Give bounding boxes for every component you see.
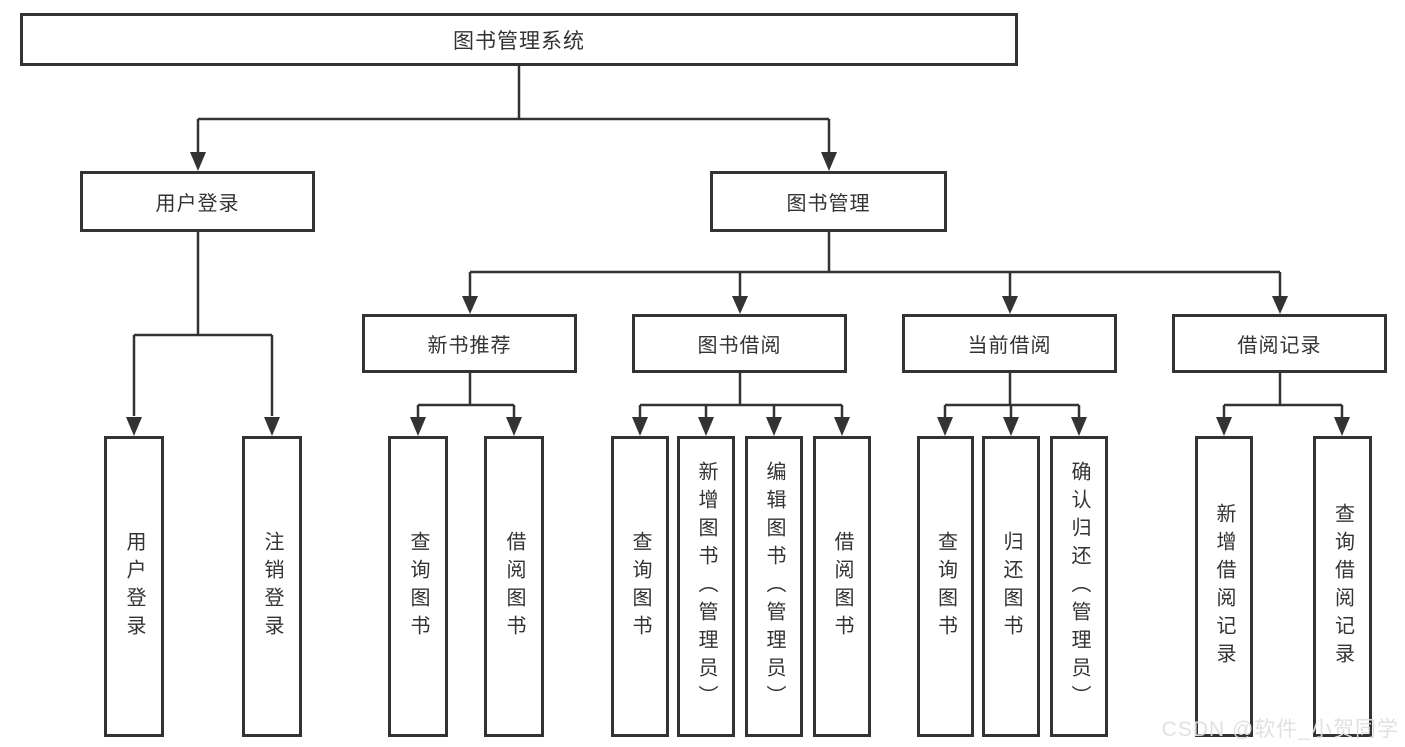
node-book-borrowing-label: 图书借阅 (697, 335, 782, 357)
leaf-br-add-record: 新增借阅记录 (1195, 436, 1253, 737)
leaf-user-login: 用户登录 (104, 436, 164, 737)
leaf-bb-edit-book-admin-label: 编辑图书（管理员） (763, 460, 785, 713)
leaf-cb-confirm-return-admin-label: 确认归还（管理员） (1068, 460, 1090, 713)
leaf-bb-query-books-label: 查询图书 (629, 530, 651, 643)
leaf-br-add-record-label: 新增借阅记录 (1213, 502, 1235, 671)
leaf-cb-query-books: 查询图书 (917, 436, 974, 737)
node-new-book-recommend-label: 新书推荐 (427, 335, 512, 357)
node-user-login-label: 用户登录 (155, 193, 240, 215)
leaf-bb-edit-book-admin: 编辑图书（管理员） (745, 436, 803, 737)
leaf-bb-add-book-admin: 新增图书（管理员） (677, 436, 735, 737)
leaf-bb-add-book-admin-label: 新增图书（管理员） (695, 460, 717, 713)
leaf-cb-return-books-label: 归还图书 (1000, 530, 1022, 643)
node-current-borrowing-label: 当前借阅 (967, 335, 1052, 357)
node-user-login: 用户登录 (80, 171, 315, 232)
leaf-bb-query-books: 查询图书 (611, 436, 669, 737)
node-current-borrowing: 当前借阅 (902, 314, 1117, 373)
leaf-bb-borrow-books-label: 借阅图书 (831, 530, 853, 643)
leaf-nbr-borrow-books: 借阅图书 (484, 436, 544, 737)
leaf-br-query-record-label: 查询借阅记录 (1331, 502, 1354, 671)
leaf-br-query-record: 查询借阅记录 (1313, 436, 1372, 737)
csdn-watermark: CSDN @软件_小贺同学 (1161, 718, 1399, 741)
leaf-logout: 注销登录 (242, 436, 302, 737)
leaf-cb-return-books: 归还图书 (982, 436, 1040, 737)
leaf-bb-borrow-books: 借阅图书 (813, 436, 871, 737)
node-borrowing-records-label: 借阅记录 (1237, 335, 1322, 357)
leaf-nbr-query-books: 查询图书 (388, 436, 448, 737)
node-book-management-label: 图书管理 (786, 193, 871, 215)
node-root-label: 图书管理系统 (453, 29, 585, 53)
leaf-nbr-query-books-label: 查询图书 (407, 530, 429, 643)
leaf-cb-query-books-label: 查询图书 (934, 530, 957, 643)
node-book-borrowing: 图书借阅 (632, 314, 847, 373)
node-borrowing-records: 借阅记录 (1172, 314, 1387, 373)
leaf-nbr-borrow-books-label: 借阅图书 (503, 530, 525, 643)
node-book-management: 图书管理 (710, 171, 947, 232)
leaf-user-login-label: 用户登录 (123, 530, 145, 643)
leaf-logout-label: 注销登录 (261, 530, 283, 643)
node-root: 图书管理系统 (20, 13, 1018, 66)
leaf-cb-confirm-return-admin: 确认归还（管理员） (1050, 436, 1108, 737)
node-new-book-recommend: 新书推荐 (362, 314, 577, 373)
